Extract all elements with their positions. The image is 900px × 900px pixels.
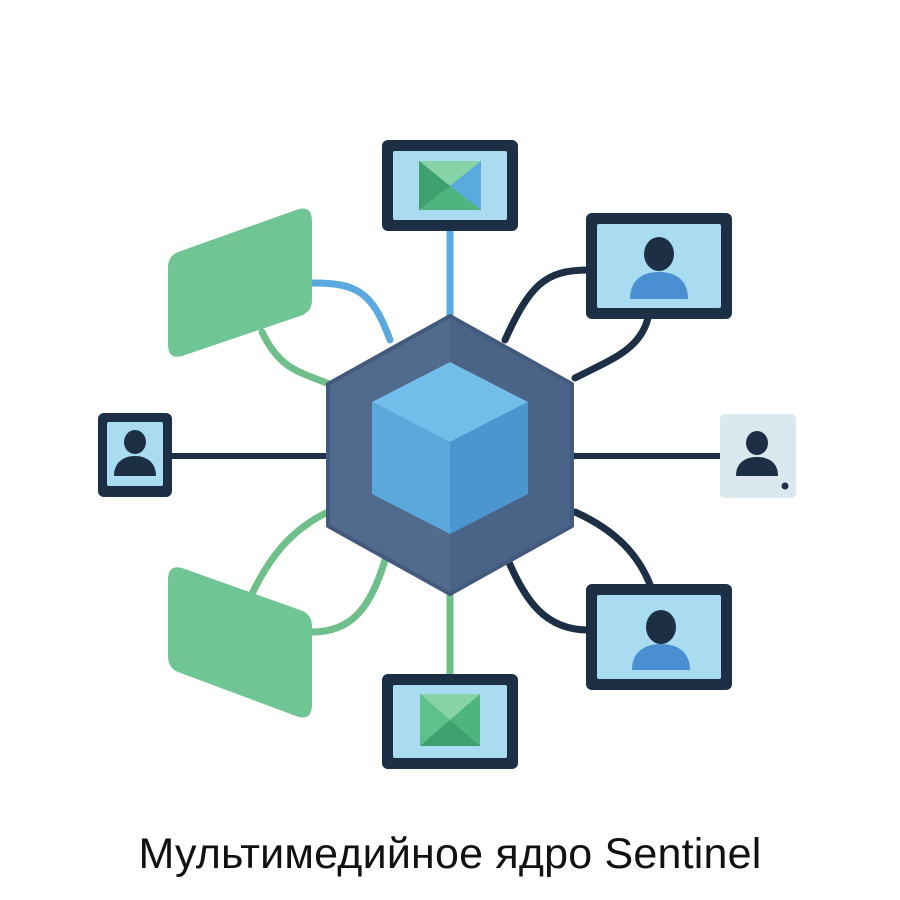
connector-lower-right-b (504, 556, 592, 634)
connector-upper-left-blue (308, 279, 394, 344)
image-icon (419, 161, 481, 210)
connector-lower-right-a (571, 508, 656, 594)
panel-icon (168, 567, 312, 718)
connector-upper-right-a (501, 266, 592, 344)
central-hub (326, 314, 574, 596)
connector-upper-left-green (258, 328, 336, 389)
connector-lower-left-b (308, 556, 389, 636)
connector-lower-left-a (248, 508, 332, 598)
top-media-monitor (382, 140, 518, 231)
lower-left-display-panel (168, 567, 312, 718)
connector-upper-right-b (571, 314, 652, 382)
lower-right-user-monitor (586, 584, 732, 690)
upper-right-user-monitor (586, 213, 732, 319)
status-dot-icon (781, 482, 789, 490)
person-icon (632, 610, 690, 670)
person-icon (630, 237, 688, 299)
right-user-panel (720, 414, 796, 498)
person-icon (736, 431, 778, 476)
cube-icon (372, 362, 528, 534)
bottom-media-monitor (382, 674, 518, 769)
diagram-caption: Мультимедийное ядро Sentinel (138, 830, 762, 878)
left-user-monitor (98, 413, 172, 497)
panel-icon (168, 208, 312, 357)
person-icon (114, 430, 156, 476)
upper-left-display-panel (168, 208, 312, 357)
image-icon (420, 694, 480, 746)
connector-lines (167, 228, 725, 680)
